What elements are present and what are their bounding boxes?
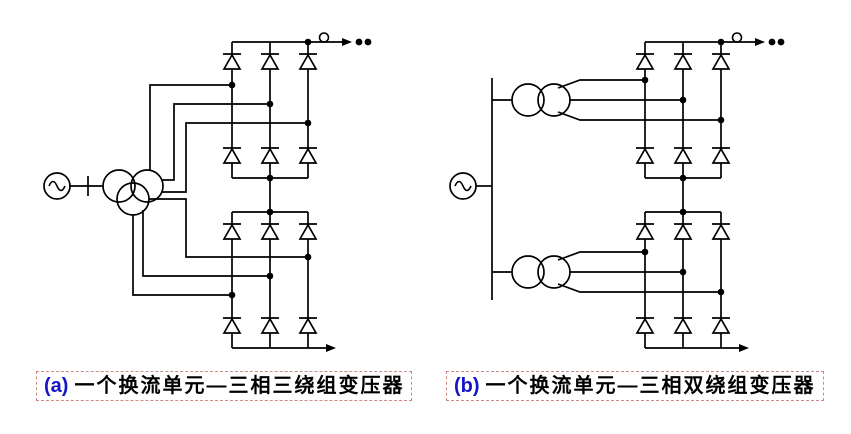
diagram-a	[43, 32, 372, 352]
caption-b: (b)一个换流单元—三相双绕组变压器	[446, 371, 824, 401]
ac-source-icon	[449, 172, 477, 200]
ac-source-icon	[43, 172, 71, 200]
dc-output-top	[721, 32, 785, 46]
upper-bridge	[636, 42, 730, 178]
upper-bridge	[223, 42, 317, 178]
caption-a-index: (a)	[44, 375, 69, 397]
phase-wires-lower	[132, 198, 308, 296]
smoothing-reactor-icon	[731, 32, 743, 43]
dc-output-bottom	[308, 344, 336, 352]
phase-wires-lower	[557, 251, 721, 293]
caption-a-text: 一个换流单元—三相三绕组变压器	[74, 375, 405, 397]
smoothing-reactor-icon	[318, 32, 330, 43]
lower-bridge	[636, 212, 730, 348]
junction-dots	[641, 38, 725, 296]
arrow-right-icon	[326, 344, 336, 352]
arrow-right-icon	[342, 38, 352, 46]
lower-bridge	[223, 212, 317, 348]
two-winding-transformer-upper-icon	[492, 83, 571, 117]
dc-output-top	[308, 32, 372, 46]
three-winding-transformer-icon	[102, 169, 164, 216]
caption-b-index: (b)	[454, 375, 480, 397]
two-winding-transformer-lower-icon	[492, 255, 571, 289]
caption-b-text: 一个换流单元—三相双绕组变压器	[485, 375, 816, 397]
junction-dots	[228, 38, 312, 299]
phase-wires-upper	[149, 84, 308, 193]
dc-output-bottom	[721, 344, 749, 352]
phase-wires-upper	[557, 79, 721, 121]
arrow-right-icon	[739, 344, 749, 352]
arrow-right-icon	[755, 38, 765, 46]
caption-a: (a)一个换流单元—三相三绕组变压器	[36, 371, 413, 401]
diagram-b	[449, 32, 785, 352]
